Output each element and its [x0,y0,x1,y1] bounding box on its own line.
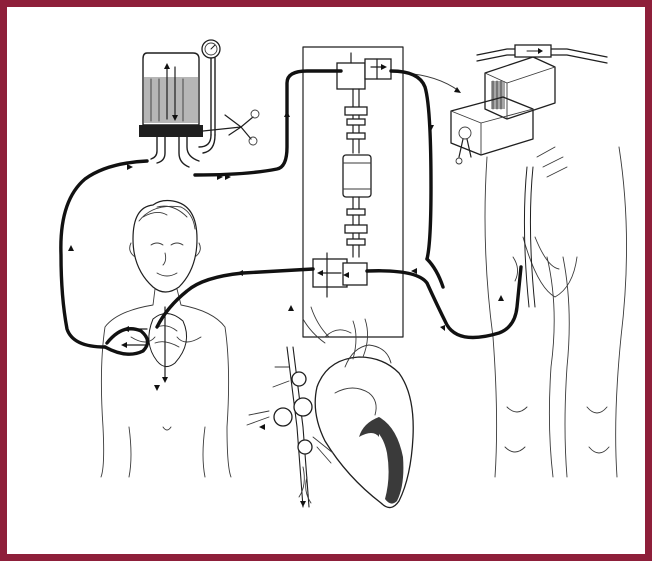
circuit-illustration [7,7,645,554]
dialysis-cartridge-icon [303,47,403,337]
circuit-tubing [61,71,521,354]
roller-pump-icon [403,45,607,164]
heart-cutaway-figure [247,305,413,508]
reservoir-bottle-icon [139,53,203,167]
donor-legs-figure [485,147,627,477]
child-patient-figure [101,201,231,478]
